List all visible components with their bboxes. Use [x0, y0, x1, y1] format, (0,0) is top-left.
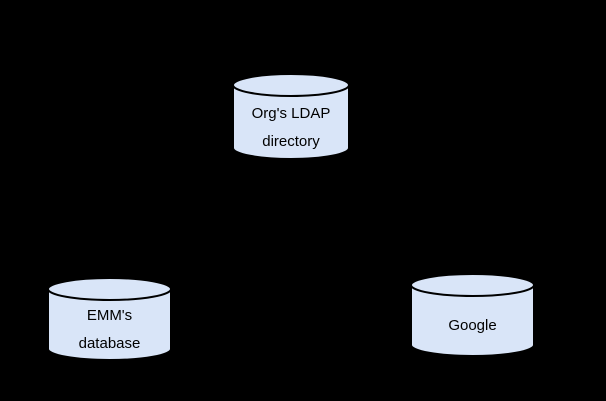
node-label: Google [410, 297, 535, 355]
node-label-line: directory [262, 132, 320, 150]
node-org-ldap-directory: Org's LDAP directory [232, 73, 350, 160]
node-label-line: Org's LDAP [251, 104, 331, 122]
node-google: Google [410, 273, 535, 357]
database-cylinder-icon [410, 273, 535, 357]
node-emm-database: EMM's database [47, 277, 172, 361]
node-label-line: EMM's [86, 307, 133, 324]
database-cylinder-icon [232, 73, 350, 160]
node-label-line: Google [448, 317, 497, 334]
node-label: EMM's database [47, 301, 172, 359]
node-label-line: database [78, 335, 141, 352]
database-cylinder-icon [47, 277, 172, 361]
node-label: Org's LDAP directory [232, 97, 350, 158]
